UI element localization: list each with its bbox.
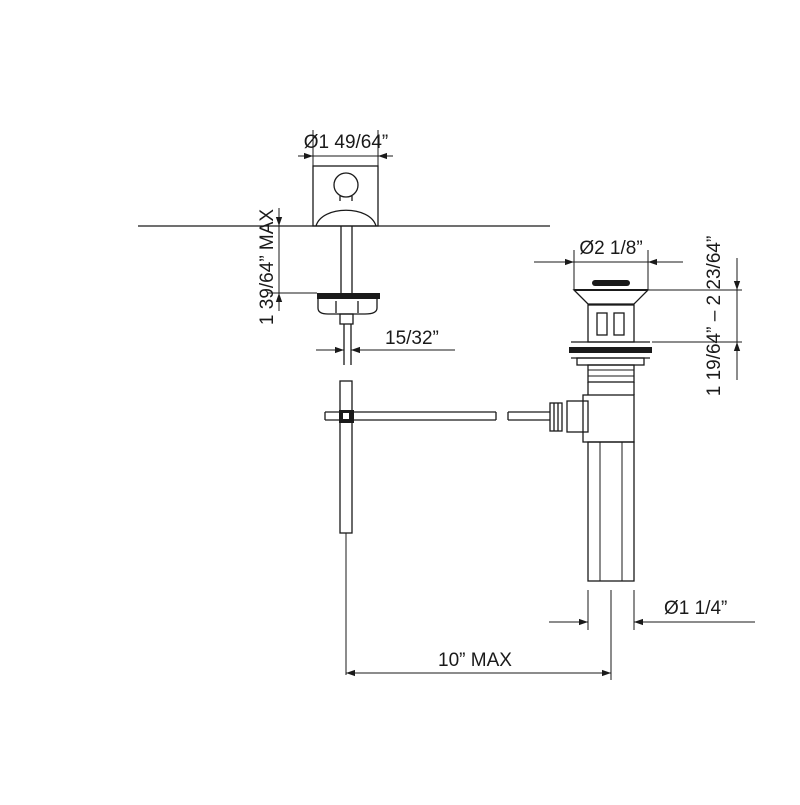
centre-distance-label: 10” MAX [438, 650, 512, 671]
mounting-nut [317, 299, 378, 315]
deck-thickness-dimension: 1 39/64” MAX [257, 208, 317, 325]
drain-flange-label: Ø2 1/8” [579, 238, 642, 259]
knob-ball-icon [333, 172, 359, 198]
drain-cap [592, 280, 630, 286]
lift-strap [339, 380, 353, 534]
pivot-connector [566, 400, 589, 433]
deck-washer [317, 293, 380, 299]
drain-nut [569, 347, 652, 353]
drain-range-dimension: 1 19/64” – 2 23/64” [648, 236, 742, 397]
rod-diameter-dimension: 15/32” [316, 328, 455, 354]
rod-diameter-label: 15/32” [385, 328, 439, 349]
knob-diameter-label: Ø1 49/64” [304, 132, 389, 153]
lift-rod-assembly [312, 165, 497, 675]
knob-outline [312, 165, 379, 227]
knob-diameter-dimension: Ø1 49/64” [298, 130, 393, 166]
tailpiece-dimension: Ø1 1/4” [549, 590, 755, 630]
centre-distance-dimension: 10” MAX [346, 590, 612, 680]
knob-base [315, 209, 377, 227]
drain-range-label: 1 19/64” – 2 23/64” [704, 236, 725, 397]
tailpiece [587, 441, 635, 582]
tailpiece-label: Ø1 1/4” [664, 598, 727, 619]
drain-flange-dimension: Ø2 1/8” [534, 238, 683, 290]
drain-flange [572, 289, 650, 305]
deck-thickness-label: 1 39/64” MAX [257, 209, 278, 325]
drain-assembly [507, 280, 652, 582]
